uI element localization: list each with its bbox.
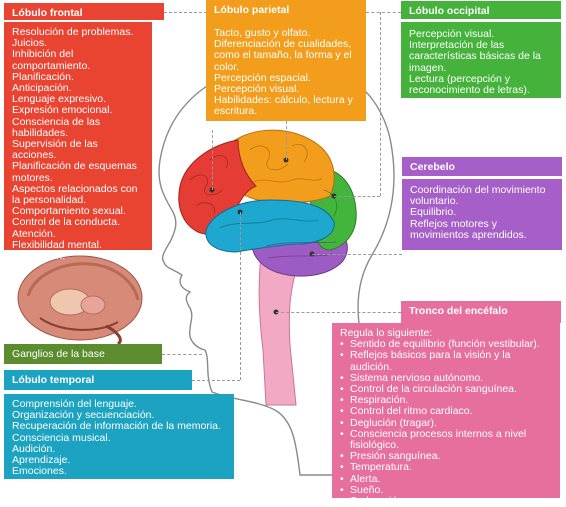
connector-ganglios — [162, 354, 202, 355]
list-item: Organización y secuenciación. — [12, 409, 155, 422]
list-item: Percepción espacial. — [214, 71, 311, 84]
list-item: Supervisión de las acciones. — [12, 138, 98, 162]
connector-cerebelo — [312, 254, 402, 255]
list-item: Diferenciación de cualidades, como el ta… — [214, 38, 352, 73]
list-item: Sentido de equilibrio (función vestibula… — [340, 338, 552, 350]
list-item: Audición. — [12, 442, 56, 455]
list-item: Emociones. — [12, 465, 67, 478]
list-item: Percepción visual. — [214, 83, 300, 96]
list-item: Respiración. — [340, 395, 552, 407]
list-item: Habilidades: cálculo, lectura y escritur… — [214, 94, 353, 118]
connector-parietal — [286, 121, 287, 160]
brainstem — [258, 243, 301, 406]
list-item: Interpretación de las características bá… — [409, 39, 541, 74]
list-item: Equilibrio. — [410, 206, 457, 219]
list-item: Alerta. — [340, 473, 552, 485]
connector-temporal-vertical — [240, 212, 241, 380]
list-item: Control de la conducta. — [12, 216, 120, 229]
occipital-lobe-functions: Percepción visual. Interpretación de las… — [401, 22, 561, 98]
brainstem-functions: Regula lo siguiente: Sentido de equilibr… — [332, 323, 560, 507]
list-item: Planificación. — [12, 70, 74, 83]
list-item: Expresión emocional. — [12, 104, 113, 117]
basal-ganglia-label-box: Ganglios de la base — [4, 344, 162, 364]
list-item: Motivación. — [12, 250, 66, 263]
list-item: Aspectos relacionados con la personalida… — [12, 182, 138, 207]
list-item: Consciencia procesos internos a nivel fi… — [340, 428, 552, 451]
list-item: Control del ritmo cardiaco. — [340, 406, 552, 418]
list-item: Sistema nervioso autónomo. — [340, 372, 552, 384]
list-item: Reflejos motores y movimientos aprendido… — [410, 217, 527, 241]
list-item: Presión sanguínea. — [340, 451, 552, 463]
parietal-lobe-functions: Tacto, gusto y olfato. Diferenciación de… — [206, 19, 366, 121]
connector-occipital-horizontal — [334, 196, 380, 197]
list-item: Reflejos básicos para la visión y la aud… — [340, 350, 552, 373]
list-item: Anticipación. — [12, 82, 72, 95]
list-item: Juicios. — [12, 37, 48, 50]
list-item: Consciencia musical. — [12, 431, 111, 444]
list-item: Planificación de esquemas motores. — [12, 160, 137, 184]
connector-frontal-vertical — [212, 130, 213, 190]
temporal-lobe-title: Lóbulo temporal — [4, 370, 192, 392]
list-item: Temperatura. — [340, 462, 552, 474]
list-item: Comprensión del lenguaje. — [12, 398, 137, 410]
basal-ganglia-title: Ganglios de la base — [12, 348, 105, 360]
basal-ganglia-illustration — [17, 255, 143, 346]
list-item: Flexibilidad mental. — [12, 238, 102, 251]
list-item: Recuperación de información de la memori… — [12, 420, 221, 433]
list-item: Inhibición del comportamiento. — [12, 48, 91, 72]
list-item: Atención. — [12, 227, 56, 240]
brainstem-intro: Regula lo siguiente: — [340, 327, 433, 339]
list-item: Resolución de problemas. — [12, 26, 134, 38]
list-item: Sueño. — [340, 484, 552, 496]
connector-frontal — [164, 12, 212, 13]
list-item: Control de la circulación sanguínea. — [340, 383, 552, 395]
connector-tronco — [276, 312, 401, 313]
list-item: Percepción visual. — [409, 28, 495, 40]
cerebellum-functions: Coordinación del movimiento voluntario. … — [402, 179, 562, 250]
list-item: Aprendizaje. — [12, 454, 71, 467]
connector-temporal — [192, 380, 240, 381]
frontal-lobe-title: Lóbulo frontal — [4, 3, 164, 22]
list-item: Coordinación del movimiento voluntario. — [410, 184, 546, 208]
list-item: Tacto, gusto y olfato. — [214, 27, 311, 39]
connector-occipital-vertical — [380, 12, 381, 196]
temporal-lobe-functions: Comprensión del lenguaje. Organización y… — [4, 394, 234, 479]
cerebellum-title: Cerebelo — [402, 157, 562, 178]
list-item: Lectura (percepción y reconocimiento de … — [409, 72, 530, 97]
frontal-lobe-functions: Resolución de problemas. Juicios. Inhibi… — [4, 22, 152, 262]
list-item: Comportamiento sexual. — [12, 205, 126, 218]
brainstem-title: Tronco del encéfalo — [401, 301, 561, 323]
list-item: Deglución (tragar). — [340, 417, 552, 429]
parietal-lobe-title: Lóbulo parietal — [206, 0, 366, 19]
connector-occipital — [366, 12, 401, 13]
list-item: Consciencia de las habilidades. — [12, 115, 101, 139]
occipital-lobe-title: Lóbulo occipital — [401, 1, 561, 21]
list-item: Lenguaje expresivo. — [12, 93, 106, 106]
